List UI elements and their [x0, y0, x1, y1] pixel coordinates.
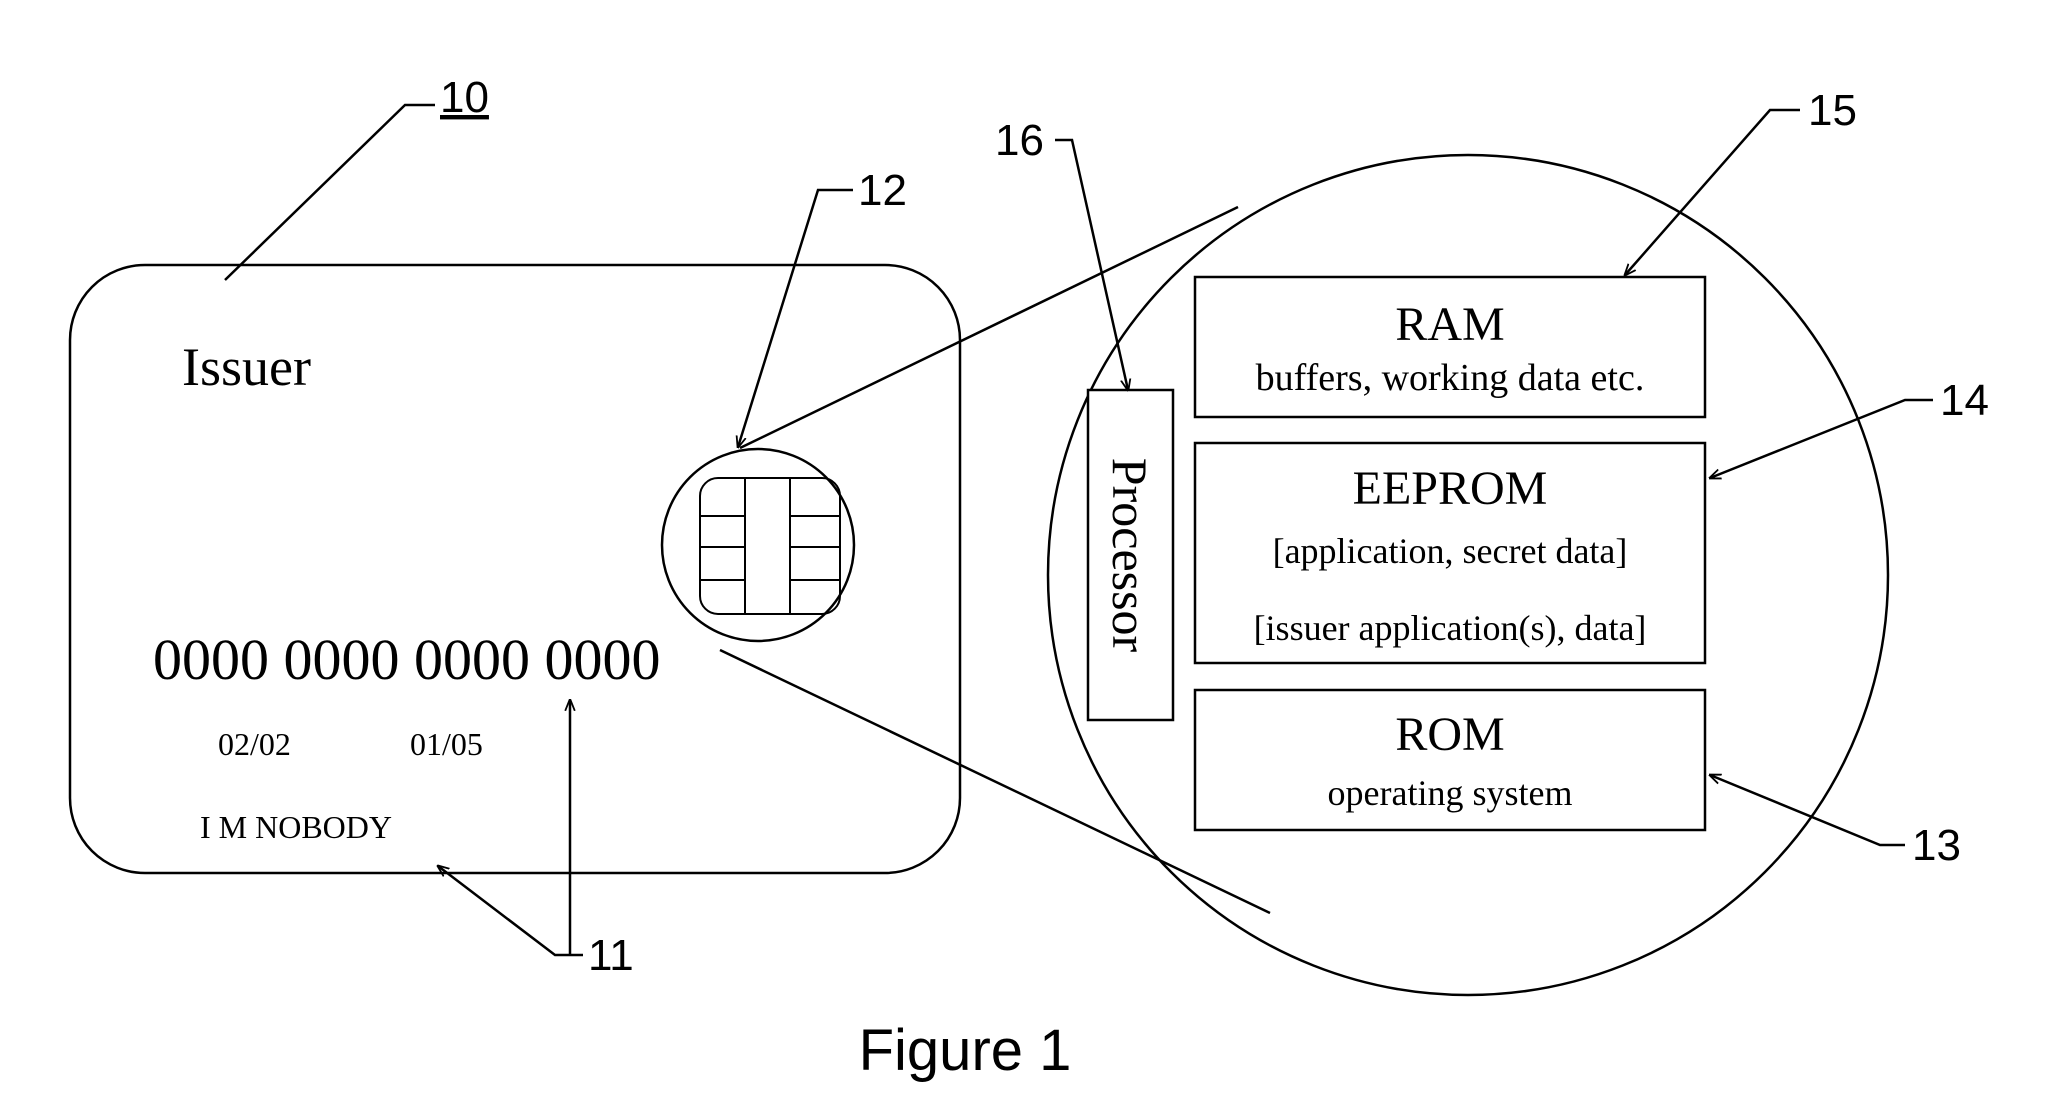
- ref-11: 11: [588, 931, 634, 980]
- ref-14-leader: [1710, 400, 1933, 478]
- ref-15-leader: [1625, 110, 1800, 275]
- card-issuer: Issuer: [182, 337, 311, 397]
- card-date-expiry: 01/05: [410, 726, 483, 762]
- eeprom-title: EEPROM: [1353, 462, 1548, 515]
- ref-11-leader-name: [438, 866, 583, 955]
- rom-title: ROM: [1395, 708, 1504, 761]
- processor-label: Processor: [1102, 458, 1158, 653]
- ref-13-leader: [1710, 775, 1905, 845]
- chip-contact: [662, 449, 854, 641]
- figure-caption: Figure 1: [859, 1018, 1072, 1083]
- ref-10: 10: [440, 73, 489, 122]
- card-holder-name: I M NOBODY: [200, 809, 392, 845]
- eeprom-line-1: [application, secret data]: [1273, 531, 1628, 571]
- ref-15: 15: [1808, 86, 1857, 135]
- ref-12-leader: [738, 190, 853, 447]
- ram-title: RAM: [1395, 298, 1504, 351]
- card-date-valid-from: 02/02: [218, 726, 291, 762]
- ram-desc: buffers, working data etc.: [1256, 357, 1645, 399]
- ref-16: 16: [995, 116, 1044, 165]
- eeprom-line-2: [issuer application(s), data]: [1254, 608, 1647, 648]
- ref-13: 13: [1912, 821, 1961, 870]
- ref-12: 12: [858, 166, 907, 215]
- ref-14: 14: [1940, 376, 1989, 425]
- card-number: 0000 0000 0000 0000: [153, 627, 661, 692]
- rom-desc: operating system: [1328, 773, 1573, 813]
- ref-10-leader: [225, 105, 435, 280]
